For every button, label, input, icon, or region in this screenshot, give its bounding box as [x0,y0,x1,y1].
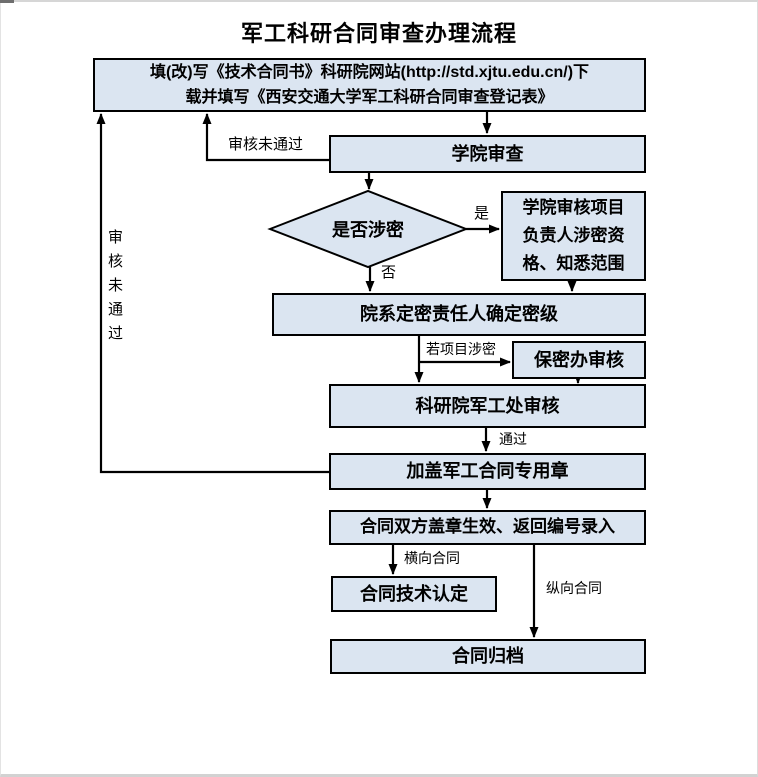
label-pass: 通过 [499,431,527,447]
node-military-office: 科研院军工处审核 [329,384,646,428]
node-effective: 合同双方盖章生效、返回编号录入 [329,510,646,545]
label-no: 否 [381,264,397,281]
label-horizontal-contract: 横向合同 [404,550,460,566]
diagram-title: 军工科研合同审查办理流程 [240,21,517,46]
node-secrecy-decision: 是否涉密 [332,220,404,240]
node-seal: 加盖军工合同专用章 [329,453,646,490]
node-college-check: 学院审核项目 负责人涉密资 格、知悉范围 [501,191,646,281]
label-review-failed-top: 审核未通过 [228,136,304,153]
label-yes: 是 [474,205,490,222]
label-if-secret: 若项目涉密 [426,341,496,357]
node-tech-cert: 合同技术认定 [331,576,497,612]
node-archive: 合同归档 [330,639,646,674]
node-fill-form: 填(改)写《技术合同书》科研院网站(http://std.xjtu.edu.cn… [93,58,646,112]
node-determine-level: 院系定密责任人确定密级 [272,293,646,336]
label-review-failed-left: 审核未通过 [108,229,124,342]
label-vertical-contract: 纵向合同 [546,580,602,596]
node-secrecy-office: 保密办审核 [512,341,646,379]
node-college-review: 学院审查 [329,135,646,173]
corner-mark [0,0,14,3]
